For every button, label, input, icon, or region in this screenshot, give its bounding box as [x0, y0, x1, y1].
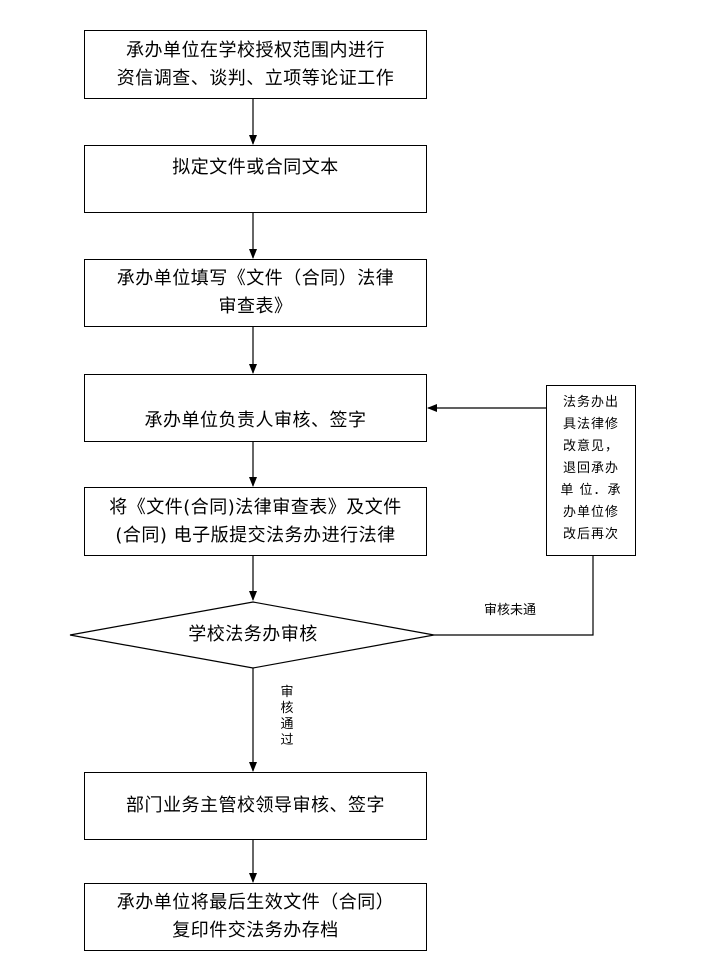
step-1-line-1: 承办单位在学校授权范围内进行 — [126, 39, 385, 61]
step-5-line-2: (合同) 电子版提交法务办进行法律 — [115, 524, 396, 546]
feedback-line-6: 办单位修 — [562, 505, 619, 520]
edge-label-pass-char-2: 核 — [280, 701, 294, 716]
step-2-line-1: 拟定文件或合同文本 — [172, 157, 339, 178]
step-2-draft-document: 拟定文件或合同文本 — [84, 145, 427, 213]
step-6-line-1: 部门业务主管校领导审核、签字 — [126, 795, 385, 816]
step-7-archive-copy: 承办单位将最后生效文件（合同） 复印件交法务办存档 — [84, 883, 427, 951]
feedback-line-2: 具法律修 — [562, 417, 619, 432]
step-7-line-2: 复印件交法务办存档 — [172, 920, 339, 941]
feedback-line-7: 改后再次 — [562, 527, 619, 542]
edge-label-pass-char-4: 过 — [280, 733, 294, 748]
edge-label-fail-text: 审核未通 — [484, 603, 537, 618]
step-4-line-1: 承办单位负责人审核、签字 — [144, 410, 367, 431]
step-6-leader-approval: 部门业务主管校领导审核、签字 — [84, 772, 427, 840]
edge-label-fail: 审核未通 — [484, 602, 536, 620]
edge-label-pass-char-3: 通 — [280, 717, 294, 732]
feedback-line-1: 法务办出 — [562, 395, 619, 410]
decision-label: 学校法务办审核 — [150, 621, 356, 649]
step-7-line-1: 承办单位将最后生效文件（合同） — [116, 892, 395, 913]
edge-label-pass-char-1: 审 — [280, 685, 294, 700]
decision-text: 学校法务办审核 — [188, 624, 318, 645]
step-3-fill-review-form: 承办单位填写《文件（合同）法律 审查表》 — [84, 259, 427, 327]
step-1-research: 承办单位在学校授权范围内进行 资信调查、谈判、立项等论证工作 — [84, 30, 427, 99]
step-5-line-1: 将《文件(合同)法律审查表》及文件 — [109, 496, 402, 518]
step-5-submit-to-legal-office: 将《文件(合同)法律审查表》及文件 (合同) 电子版提交法务办进行法律 — [84, 487, 427, 556]
feedback-line-5: 单 位．承 — [560, 483, 622, 498]
step-3-line-2: 审查表》 — [218, 296, 293, 317]
feedback-line-4: 退回承办 — [562, 461, 619, 476]
feedback-line-3: 改意见， — [562, 439, 619, 454]
step-1-line-2: 资信调查、谈判、立项等论证工作 — [116, 67, 395, 89]
step-4-unit-head-approval: 承办单位负责人审核、签字 — [84, 374, 427, 442]
feedback-revision-box: 法务办出 具法律修 改意见， 退回承办 单 位．承 办单位修 改后再次 — [546, 385, 636, 556]
edge-label-pass: 审 核 通 过 — [279, 685, 295, 749]
step-3-line-1: 承办单位填写《文件（合同）法律 — [116, 268, 395, 289]
fail-path-line — [434, 555, 594, 636]
